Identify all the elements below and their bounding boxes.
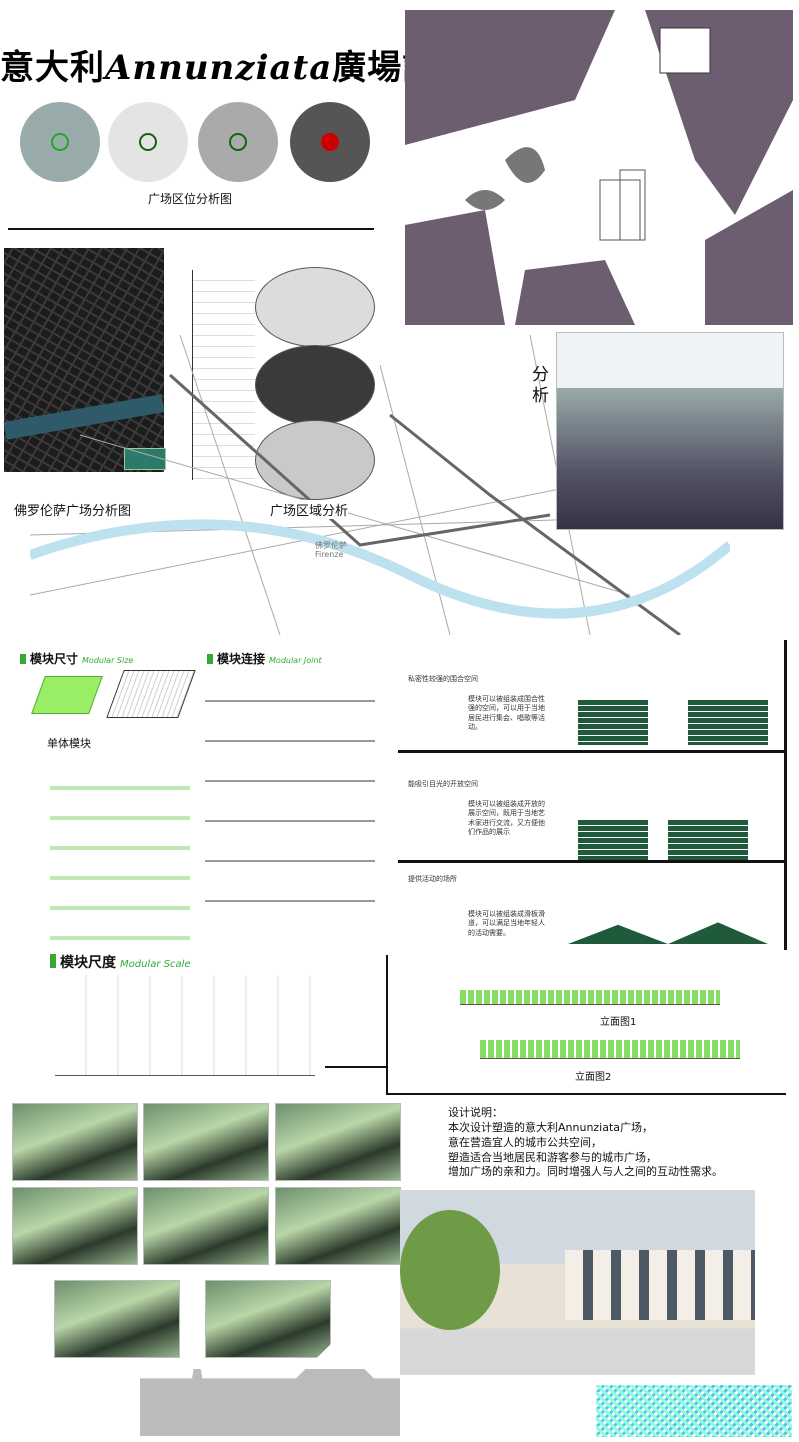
scenario-panel: 私密性较强的围合空间 模块可以被组装成围合性强的空间，可以用于当地居民进行集会、… <box>398 640 787 950</box>
florence-square-analysis-label: 佛罗伦萨广场分析图 <box>14 500 132 519</box>
location-circle-city <box>198 102 278 182</box>
page-title: 意大利Annunziata廣場設計 <box>0 48 473 88</box>
site-plan <box>405 10 793 325</box>
rendering-7 <box>54 1280 180 1358</box>
rendering-3 <box>275 1103 401 1181</box>
design-notes-line-3: 塑造适合当地居民和游客参与的城市广场， <box>448 1150 657 1164</box>
elevation-1 <box>460 990 720 1005</box>
scenario-3-title: 提供活动的场所 <box>408 875 457 883</box>
scenario-3-desc: 模块可以被组装成滑板滑道，可以满足当地年轻人的活动需要。 <box>468 910 545 937</box>
module-frame <box>106 670 196 718</box>
location-circle-district <box>290 102 370 182</box>
scenario-1-wall-2 <box>688 700 768 745</box>
rendering-6 <box>275 1187 401 1265</box>
region-disc-bottom <box>255 420 375 500</box>
square-list <box>192 270 255 480</box>
elevation-1-label: 立面图1 <box>600 1017 637 1028</box>
main-perspective-rendering <box>400 1190 755 1375</box>
location-circle-europe <box>20 102 100 182</box>
module-exploded-diagram <box>50 760 190 950</box>
rendering-4 <box>12 1187 138 1265</box>
scenario-3-ramp <box>568 922 768 944</box>
scenario-2-title: 能吸引目光的开放空间 <box>408 780 478 788</box>
map-city-en: Firenze <box>315 550 344 559</box>
rendering-2 <box>143 1103 269 1181</box>
design-notes-heading: 设计说明： <box>448 1106 503 1119</box>
region-disc-top <box>255 267 375 347</box>
scenario-2-wall-2 <box>668 820 748 860</box>
divider-line <box>8 228 374 230</box>
elevation-2-label: 立面图2 <box>575 1072 612 1083</box>
design-notes-line-1: 本次设计塑造的意大利Annunziata广场， <box>448 1120 654 1134</box>
design-notes-line-2: 意在营造宜人的城市公共空间， <box>448 1135 602 1149</box>
elevation-bracket-bottom <box>386 1093 786 1095</box>
florence-dark-map <box>3 248 166 472</box>
design-notes-line-4: 增加广场的亲和力。同时增强人与人之间的互动性需求。 <box>448 1165 723 1179</box>
scenario-1-title: 私密性较强的围合空间 <box>408 675 478 683</box>
unit-module-label: 单体模块 <box>47 737 91 750</box>
square-region-analysis-label: 广场区域分析 <box>270 500 349 519</box>
rendering-5 <box>143 1187 269 1265</box>
rendering-1 <box>12 1103 138 1181</box>
elevation-bracket <box>386 955 388 1095</box>
scenario-1-desc: 模块可以被组装成围合性强的空间，可以用于当地居民进行集会、唱歌等活动。 <box>468 695 545 732</box>
logo-mosaic <box>596 1385 792 1437</box>
location-circle-region <box>108 102 188 182</box>
scenario-2-desc: 模块可以被组装成开放的展示空间，既用于当地艺术家进行交流，又方便他们作品的展示 <box>468 800 545 837</box>
elevation-bracket-h <box>325 1066 387 1068</box>
city-map <box>30 335 730 635</box>
scenario-2-wall <box>578 820 648 860</box>
design-notes: 设计说明： 本次设计塑造的意大利Annunziata广场， 意在营造宜人的城市公… <box>448 1106 788 1180</box>
map-city-cn: 佛罗伦萨 <box>315 541 347 550</box>
rendering-8 <box>205 1280 331 1358</box>
architecture-panorama <box>556 332 784 530</box>
module-joint-diagrams <box>205 666 375 934</box>
elevation-2 <box>480 1040 740 1059</box>
module-box-green <box>31 676 103 714</box>
modular-scale-figures <box>55 975 315 1076</box>
scenario-1-wall <box>578 700 648 745</box>
location-analysis-label: 广场区位分析图 <box>148 192 233 206</box>
